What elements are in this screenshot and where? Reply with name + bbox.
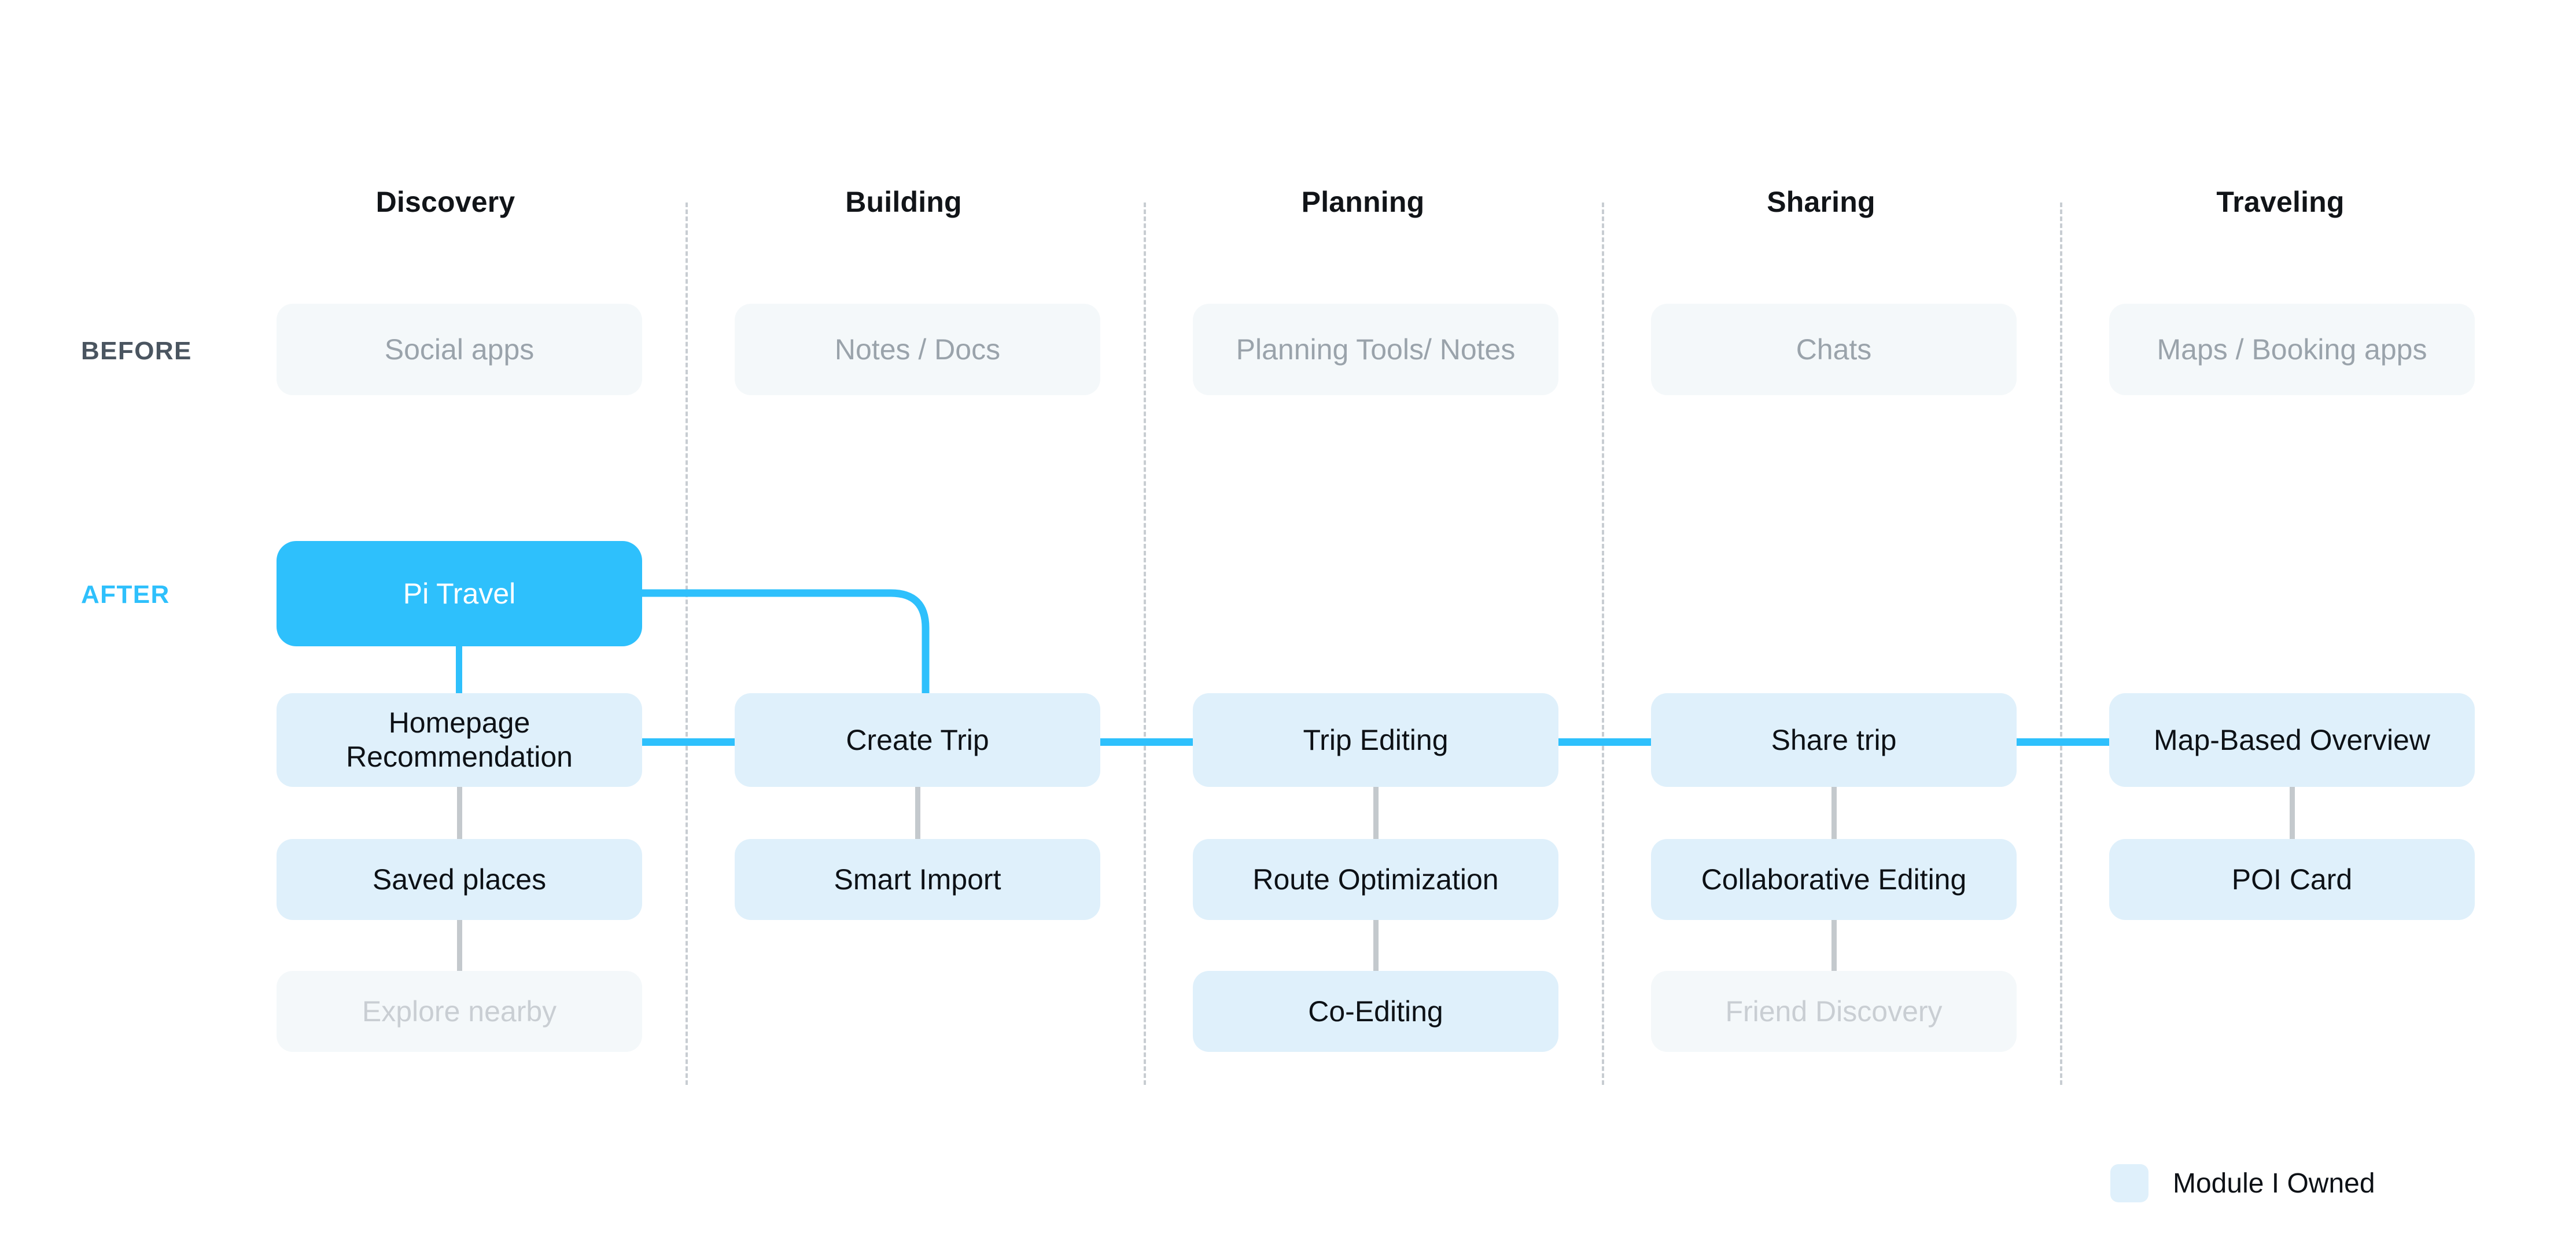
before-box-social-apps: Social apps xyxy=(277,304,642,395)
after-box-saved-places[interactable]: Saved places xyxy=(277,839,642,920)
column-header-building: Building xyxy=(845,186,962,218)
column-divider-4 xyxy=(2060,203,2062,1085)
after-box-create-trip[interactable]: Create Trip xyxy=(735,693,1100,787)
after-box-co-editing[interactable]: Co-Editing xyxy=(1193,971,1558,1052)
row-label-after: AFTER xyxy=(81,580,170,609)
connector-sharetrip-to-collaborativeediting xyxy=(1831,787,1837,839)
legend-label-module-owned: Module I Owned xyxy=(2173,1168,2375,1199)
before-box-planning-tools-notes: Planning Tools/ Notes xyxy=(1193,304,1558,395)
after-box-map-based-overview[interactable]: Map-Based Overview xyxy=(2109,693,2475,787)
after-box-poi-card[interactable]: POI Card xyxy=(2109,839,2475,920)
column-divider-2 xyxy=(1144,203,1146,1085)
before-box-chats: Chats xyxy=(1651,304,2017,395)
connector-pitravel-to-homepage xyxy=(456,643,462,695)
after-box-share-trip[interactable]: Share trip xyxy=(1651,693,2017,787)
connector-homepage-to-createtrip xyxy=(642,738,735,746)
column-divider-1 xyxy=(686,203,688,1085)
column-divider-3 xyxy=(1602,203,1604,1085)
connector-tripediting-to-sharetrip xyxy=(1558,738,1651,746)
legend-swatch-module-owned xyxy=(2110,1164,2148,1202)
legend: Module I Owned xyxy=(2110,1164,2375,1202)
connector-pitravel-to-createtrip xyxy=(636,586,937,724)
after-box-trip-editing[interactable]: Trip Editing xyxy=(1193,693,1558,787)
connector-savedplaces-to-explorenearby xyxy=(457,920,462,972)
after-box-homepage-recommendation[interactable]: Homepage Recommendation xyxy=(277,693,642,787)
column-header-traveling: Traveling xyxy=(2216,186,2345,218)
after-box-explore-nearby[interactable]: Explore nearby xyxy=(277,971,642,1052)
after-box-smart-import[interactable]: Smart Import xyxy=(735,839,1100,920)
connector-homepage-to-savedplaces xyxy=(457,787,462,839)
connector-createtrip-to-smartimport xyxy=(915,787,920,839)
after-box-friend-discovery[interactable]: Friend Discovery xyxy=(1651,971,2017,1052)
row-label-before: BEFORE xyxy=(81,337,192,365)
after-box-route-optimization[interactable]: Route Optimization xyxy=(1193,839,1558,920)
connector-createtrip-to-tripediting xyxy=(1100,738,1193,746)
after-box-collaborative-editing[interactable]: Collaborative Editing xyxy=(1651,839,2017,920)
column-header-discovery: Discovery xyxy=(375,186,515,218)
after-box-pi-travel[interactable]: Pi Travel xyxy=(277,541,642,646)
before-box-maps-booking-apps: Maps / Booking apps xyxy=(2109,304,2475,395)
connector-routeoptimization-to-coediting xyxy=(1373,920,1379,972)
connector-mapbasedoverview-to-poicard xyxy=(2290,787,2295,839)
connector-tripediting-to-routeoptimization xyxy=(1373,787,1379,839)
column-header-planning: Planning xyxy=(1301,186,1425,218)
connector-collaborativeediting-to-frienddiscovery xyxy=(1831,920,1837,972)
column-header-sharing: Sharing xyxy=(1767,186,1875,218)
connector-sharetrip-to-mapbasedoverview xyxy=(2017,738,2109,746)
before-box-notes-docs: Notes / Docs xyxy=(735,304,1100,395)
